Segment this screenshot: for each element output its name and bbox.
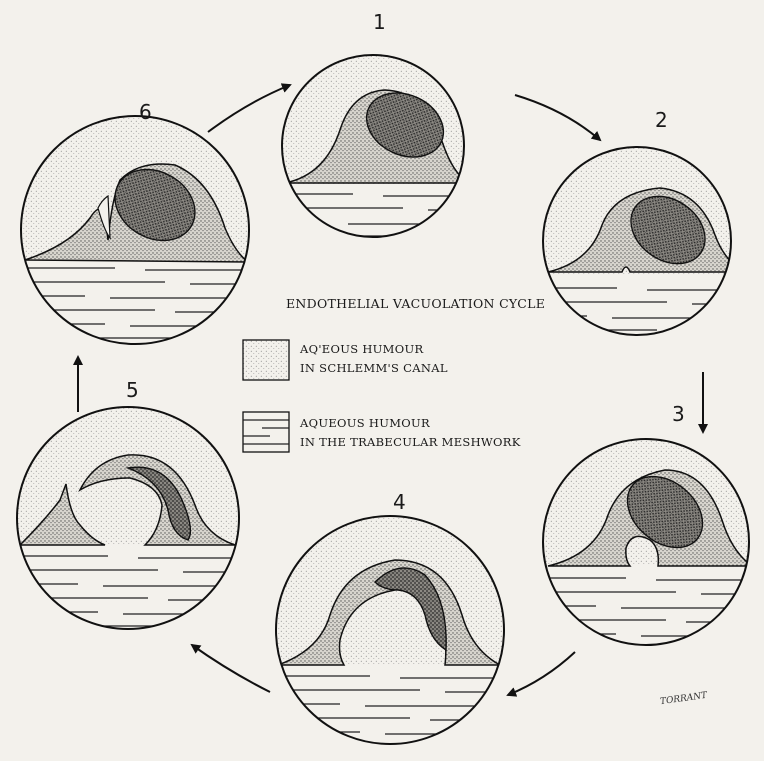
- legend-swatch-schlemm: [243, 340, 289, 380]
- stage-5-circle: [8, 405, 248, 640]
- legend-schlemm-line2: IN SCHLEMM'S CANAL: [300, 359, 448, 378]
- arrow-3-to-4: [508, 652, 575, 695]
- legend-swatch-trabecular: [243, 412, 289, 452]
- stage-4-number: 4: [393, 490, 406, 514]
- legend-trabecular-line1: AQUEOUS HUMOUR: [300, 414, 521, 433]
- legend-item-trabecular: AQUEOUS HUMOUR IN THE TRABECULAR MESHWOR…: [300, 414, 521, 452]
- stage-3-circle: [526, 435, 764, 662]
- stage-1-number: 1: [373, 10, 386, 34]
- stage-6-number: 6: [139, 100, 152, 124]
- legend-item-schlemm: AQ'EOUS HUMOUR IN SCHLEMM'S CANAL: [300, 340, 448, 378]
- stage-2-circle: [517, 145, 757, 372]
- legend-schlemm-line1: AQ'EOUS HUMOUR: [300, 340, 448, 359]
- diagram-title: ENDOTHELIAL VACUOLATION CYCLE: [286, 296, 545, 311]
- stage-4-circle: [270, 512, 512, 760]
- stage-1-circle: [253, 40, 493, 278]
- stage-5-number: 5: [126, 378, 139, 402]
- arrow-4-to-5: [192, 645, 270, 692]
- stage-2-number: 2: [655, 108, 668, 132]
- stage-6-circle: [15, 112, 255, 358]
- stage-3-number: 3: [672, 402, 685, 426]
- arrow-6-to-1: [208, 85, 290, 132]
- arrow-1-to-2: [515, 95, 600, 140]
- legend-trabecular-line2: IN THE TRABECULAR MESHWORK: [300, 433, 521, 452]
